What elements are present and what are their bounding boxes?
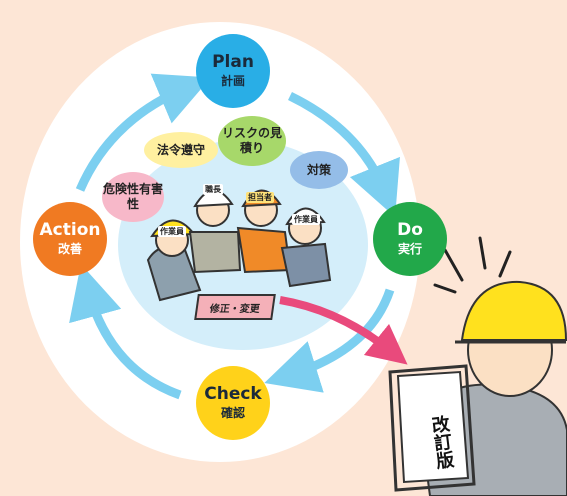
plan-label: Plan bbox=[212, 51, 254, 72]
bubble-hazard: 危険性有害性 bbox=[102, 172, 164, 222]
bubble-countermeasure: 対策 bbox=[290, 151, 348, 189]
role-foreman: 職長 bbox=[203, 184, 223, 195]
do-label: Do bbox=[397, 219, 423, 240]
node-action: Action 改善 bbox=[33, 202, 107, 276]
do-label-ja: 実行 bbox=[397, 242, 422, 257]
arrow-action-to-plan bbox=[75, 73, 211, 192]
arrow-plan-to-do bbox=[288, 91, 400, 218]
action-label-ja: 改善 bbox=[57, 242, 82, 257]
role-worker-left: 作業員 bbox=[158, 226, 186, 237]
workers-group bbox=[146, 189, 332, 302]
arrow-do-to-check bbox=[264, 288, 395, 393]
arrow-check-to-action bbox=[69, 263, 182, 400]
revision-document: 修正・変更 bbox=[194, 294, 276, 320]
action-label: Action bbox=[39, 219, 101, 240]
plan-label-ja: 計画 bbox=[220, 74, 245, 89]
node-do: Do 実行 bbox=[373, 202, 447, 276]
role-worker-right: 作業員 bbox=[292, 214, 320, 225]
node-plan: Plan 計画 bbox=[196, 34, 270, 108]
exclamation-lines bbox=[433, 236, 512, 294]
bubble-compliance: 法令遵守 bbox=[144, 132, 218, 168]
check-label-ja: 確認 bbox=[220, 406, 245, 421]
node-check: Check 確認 bbox=[196, 366, 270, 440]
bubble-risk-estimate: リスクの見積り bbox=[218, 116, 286, 166]
revision-arrow bbox=[279, 296, 408, 365]
check-label: Check bbox=[204, 383, 262, 404]
inspector-figure bbox=[388, 280, 567, 496]
role-person-in-charge: 担当者 bbox=[246, 192, 274, 203]
